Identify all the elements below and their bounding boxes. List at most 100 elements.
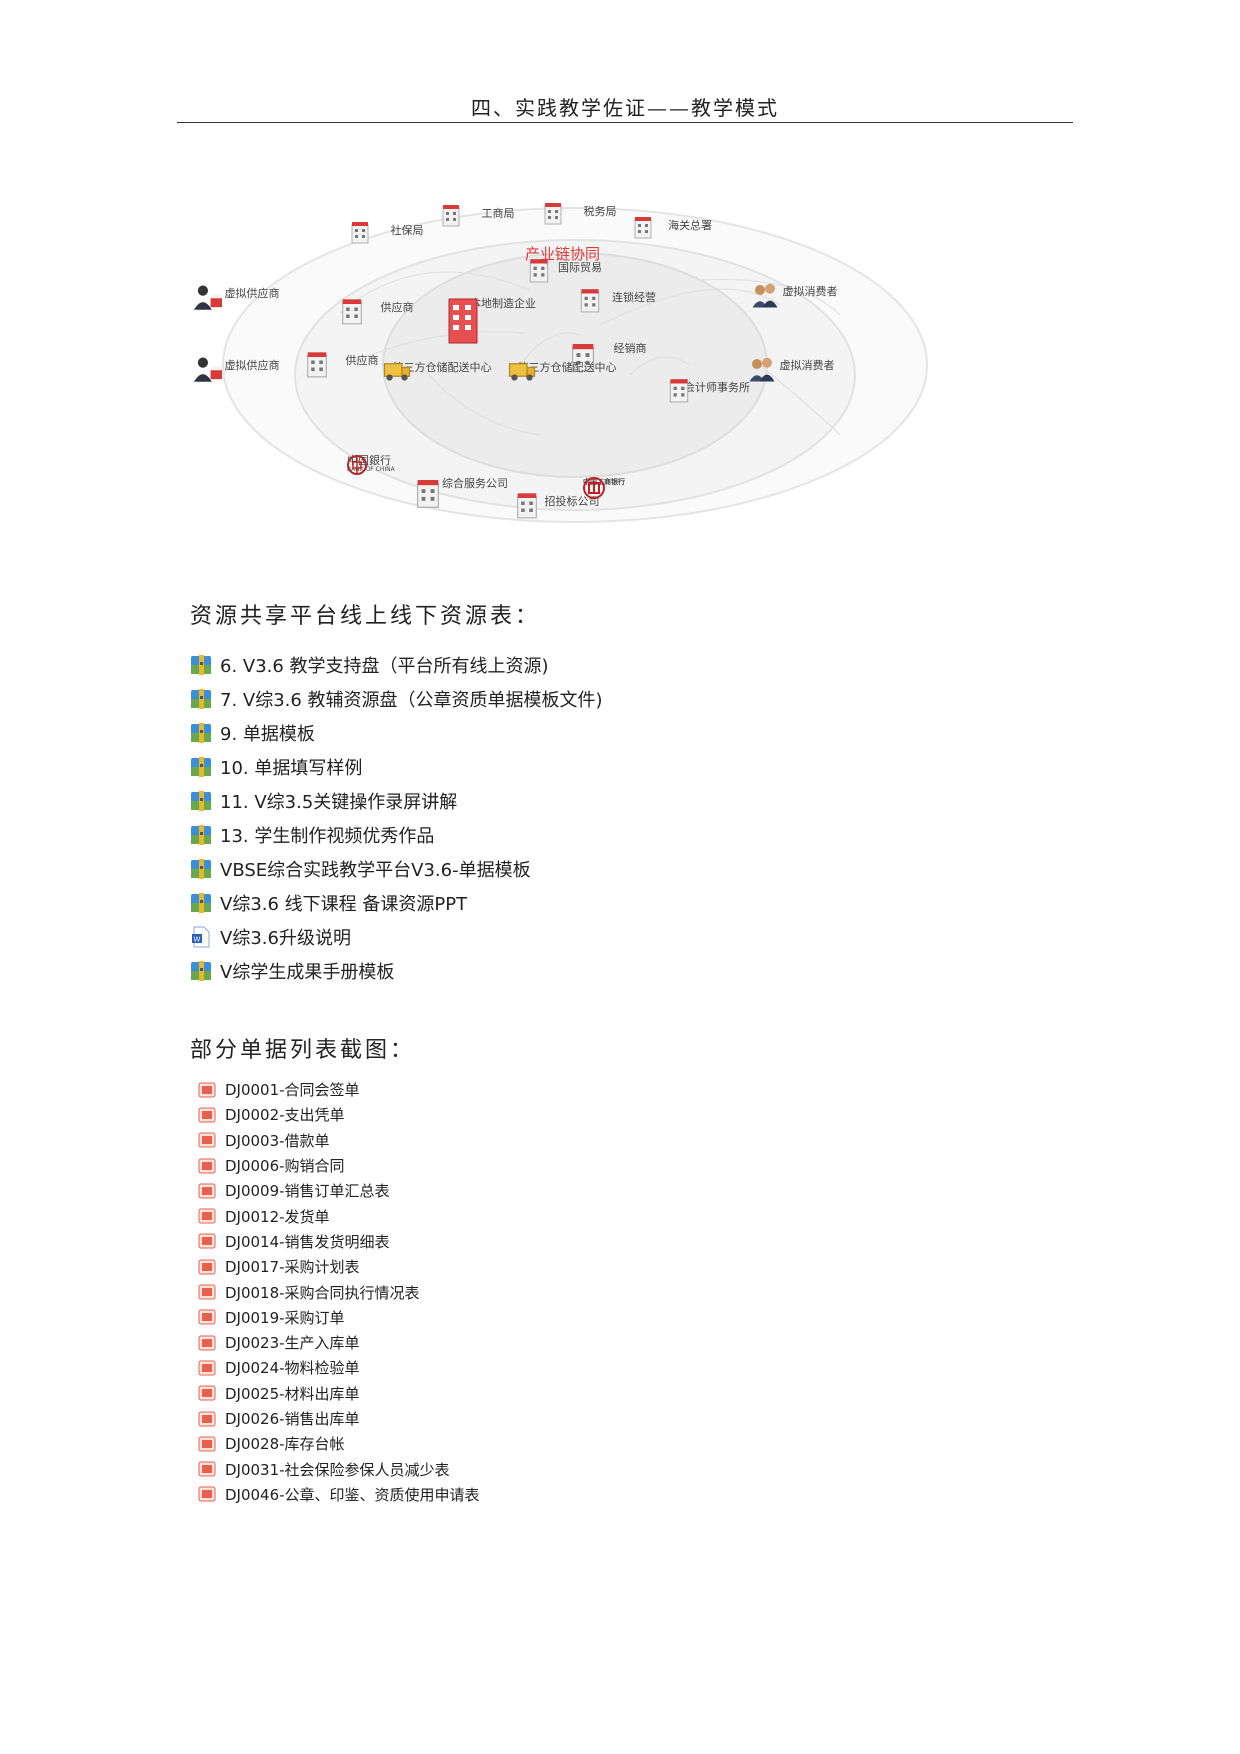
tall-building-icon — [448, 298, 478, 344]
archive-icon — [191, 757, 211, 777]
archive-icon — [191, 961, 211, 981]
list-item[interactable]: W V综3.6升级说明 — [190, 920, 603, 954]
word-doc-icon: W — [192, 926, 210, 948]
node-virtual-supplier-1: 虚拟供应商 — [192, 283, 312, 301]
node-supplier-1: 供应商 — [337, 297, 457, 315]
list-item[interactable]: DJ0001-合同会签单 — [198, 1077, 480, 1102]
list-item[interactable]: DJ0014-销售发货明细表 — [198, 1229, 480, 1254]
node-bidding: 招投标公司 — [512, 491, 632, 509]
list-item[interactable]: DJ0018-采购合同执行情况表 — [198, 1279, 480, 1304]
bill-label: DJ0001-合同会签单 — [225, 1081, 360, 1100]
person-icon — [192, 283, 224, 311]
list-item[interactable]: DJ0012-发货单 — [198, 1203, 480, 1228]
archive-icon — [191, 689, 211, 709]
industry-chain-diagram: 产业链协同 本地制造企业 供应商 供应商 国际贸易 连锁经营 经销商 第三方仓储… — [220, 205, 940, 575]
node-label: 海关总署 — [668, 219, 712, 232]
node-virtual-consumer-1: 虚拟消费者 — [750, 281, 870, 299]
hub-title: 产业链协同 — [525, 245, 601, 263]
list-item[interactable]: DJ0031-社会保险参保人员减少表 — [198, 1456, 480, 1481]
list-item[interactable]: DJ0046-公章、印鉴、资质使用申请表 — [198, 1482, 480, 1507]
node-chain-ops: 连锁经营 — [574, 287, 694, 305]
bill-label: DJ0031-社会保险参保人员减少表 — [225, 1460, 450, 1479]
boc-name-en: BANK OF CHINA — [347, 466, 395, 474]
list-item[interactable]: DJ0019-采购订单 — [198, 1305, 480, 1330]
node-label: 税务局 — [583, 205, 617, 218]
list-item[interactable]: DJ0017-采购计划表 — [198, 1254, 480, 1279]
svg-text:W: W — [194, 936, 201, 944]
node-label: 第三方仓储配送中心 — [392, 361, 492, 374]
node-label: 虚拟消费者 — [782, 285, 838, 298]
bill-list: DJ0001-合同会签单 DJ0002-支出凭单 DJ0003-借款单 DJ00… — [198, 1077, 480, 1507]
node-tax: 税务局 — [540, 201, 660, 219]
list-item[interactable]: DJ0002-支出凭单 — [198, 1102, 480, 1127]
node-label: 招投标公司 — [544, 495, 600, 508]
list-item[interactable]: 9. 单据模板 — [190, 716, 603, 750]
truck-icon — [507, 357, 537, 383]
bill-label: DJ0018-采购合同执行情况表 — [225, 1283, 420, 1302]
list-item[interactable]: 7. V综3.6 教辅资源盘（公章资质单据模板文件) — [190, 682, 603, 716]
list-item[interactable]: 13. 学生制作视频优秀作品 — [190, 818, 603, 852]
node-logistics-2: 第三方仓储配送中心 — [507, 357, 627, 375]
bill-label: DJ0026-销售出库单 — [225, 1410, 360, 1428]
building-icon — [657, 377, 701, 403]
bill-label: DJ0019-采购订单 — [225, 1308, 345, 1327]
bill-label: DJ0024-物料检验单 — [225, 1359, 360, 1378]
ppt-file-icon — [198, 1309, 216, 1325]
list-item[interactable]: DJ0009-销售订单汇总表 — [198, 1178, 480, 1203]
resource-label: 7. V综3.6 教辅资源盘（公章资质单据模板文件) — [220, 690, 603, 711]
list-item[interactable]: VBSE综合实践教学平台V3.6-单据模板 — [190, 852, 603, 886]
node-distributor: 经销商 — [570, 338, 690, 356]
people-icon — [747, 355, 777, 383]
ppt-file-icon — [198, 1132, 216, 1148]
list-item[interactable]: DJ0026-销售出库单 — [198, 1406, 480, 1431]
bill-label: DJ0025-材料出库单 — [225, 1384, 360, 1403]
icbc-emblem-icon — [583, 477, 605, 499]
ppt-file-icon — [198, 1208, 216, 1224]
icbc-logo: 中国工商银行 — [583, 477, 625, 499]
resource-label: 10. 单据填写样例 — [220, 758, 363, 779]
list-item[interactable]: DJ0028-库存台帐 — [198, 1431, 480, 1456]
ppt-file-icon — [198, 1411, 216, 1426]
person-icon — [192, 355, 224, 383]
ppt-file-icon — [198, 1486, 216, 1502]
bill-label: DJ0014-销售发货明细表 — [225, 1232, 390, 1251]
building-icon — [512, 491, 542, 519]
ppt-file-icon — [198, 1335, 216, 1351]
node-services: 综合服务公司 — [415, 473, 535, 491]
resource-label: 11. V综3.5关键操作录屏讲解 — [220, 792, 458, 813]
list-item[interactable]: DJ0024-物料检验单 — [198, 1355, 480, 1380]
list-item[interactable]: 10. 单据填写样例 — [190, 750, 603, 784]
ppt-file-icon — [198, 1436, 216, 1452]
ppt-file-icon — [198, 1183, 216, 1199]
node-virtual-consumer-2: 虚拟消费者 — [747, 355, 867, 373]
archive-icon — [191, 893, 211, 913]
archive-icon — [191, 655, 211, 675]
node-virtual-supplier-2: 虚拟供应商 — [192, 355, 312, 373]
node-label: 国际贸易 — [558, 261, 602, 274]
list-item[interactable]: 11. V综3.5关键操作录屏讲解 — [190, 784, 603, 818]
list-item[interactable]: DJ0025-材料出库单 — [198, 1381, 480, 1406]
bill-label: DJ0006-购销合同 — [225, 1157, 345, 1176]
list-item[interactable]: 6. V3.6 教学支持盘（平台所有线上资源) — [190, 648, 603, 682]
building-icon — [347, 220, 373, 244]
building-icon — [520, 257, 558, 283]
bill-label: DJ0002-支出凭单 — [225, 1106, 345, 1125]
bill-label: DJ0023-生产入库单 — [225, 1334, 360, 1353]
list-item[interactable]: V综3.6 线下课程 备课资源PPT — [190, 886, 603, 920]
bills-heading: 部分单据列表截图： — [190, 1038, 416, 1063]
bill-label: DJ0028-库存台帐 — [225, 1435, 345, 1454]
people-icon — [750, 281, 780, 309]
resource-label: VBSE综合实践教学平台V3.6-单据模板 — [220, 860, 531, 881]
list-item[interactable]: DJ0003-借款单 — [198, 1128, 480, 1153]
resource-label: 6. V3.6 教学支持盘（平台所有线上资源) — [220, 656, 549, 677]
boc-name-cn: 中国銀行 — [347, 454, 391, 467]
boc-logo: 中国銀行 BANK OF CHINA — [347, 454, 395, 475]
list-item[interactable]: V综学生成果手册模板 — [190, 954, 603, 988]
list-item[interactable]: DJ0023-生产入库单 — [198, 1330, 480, 1355]
node-label: 本地制造企业 — [470, 297, 536, 310]
node-label: 第三方仓储配送中心 — [517, 361, 617, 374]
icbc-name-cn: 中国工商银行 — [583, 478, 625, 486]
resource-label: V综3.6 线下课程 备课资源PPT — [220, 894, 468, 915]
list-item[interactable]: DJ0006-购销合同 — [198, 1153, 480, 1178]
header-divider — [177, 122, 1073, 123]
